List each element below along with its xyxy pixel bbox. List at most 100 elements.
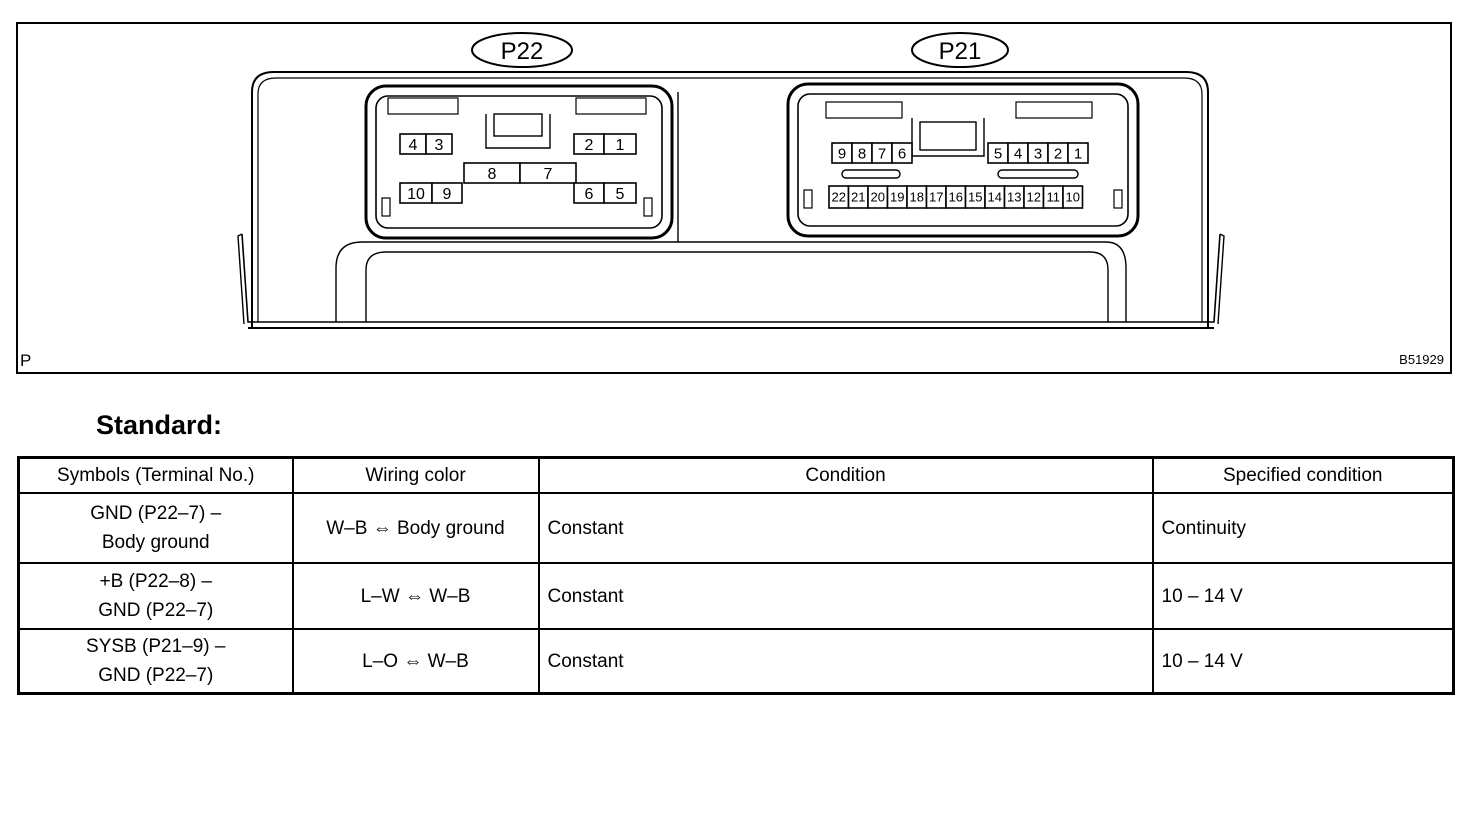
corner-mark: P: [20, 351, 31, 370]
terminal-number: 22: [832, 190, 846, 205]
ecu-shoulder: [335, 92, 1127, 322]
terminal-number: 9: [838, 145, 846, 162]
terminal-cell: 7: [519, 162, 577, 184]
ecu-tab-left: [237, 233, 245, 325]
cell-symbols: +B (P22–8) – GND (P22–7): [17, 562, 294, 630]
diagram-frame: [16, 22, 1452, 374]
ecu-housing: [251, 71, 1209, 328]
label-p21-text: P21: [939, 38, 982, 65]
terminal-cell: 20: [867, 185, 889, 209]
ecu-base: [241, 233, 1221, 323]
cell-symbols: GND (P22–7) – Body ground: [17, 492, 294, 564]
ecu-housing-inner: [257, 77, 1203, 322]
symbol-line: +B (P22–8) –: [99, 571, 213, 592]
terminal-number: 8: [488, 166, 497, 183]
standard-title: Standard:: [96, 410, 223, 440]
terminal-number: 10: [1066, 190, 1080, 205]
terminal-cell: 3: [425, 133, 453, 155]
terminal-cell: 5: [987, 142, 1009, 164]
terminal-cell: 8: [463, 162, 521, 184]
terminal-cell: 5: [603, 182, 637, 204]
symbol-line: SYSB (P21–9) –: [86, 636, 226, 657]
terminal-number: 9: [443, 186, 452, 203]
table-row: SYSB (P21–9) – GND (P22–7) L–O ⇔ W–B Con…: [17, 628, 1455, 695]
terminal-number: 8: [858, 145, 866, 162]
terminal-cell: 10: [1062, 185, 1084, 209]
ecu-tab-right: [1217, 233, 1225, 325]
terminal-number: 4: [1014, 145, 1022, 162]
terminal-number: 5: [994, 145, 1002, 162]
terminal-number: 21: [851, 190, 865, 205]
terminal-number: 1: [616, 137, 625, 154]
terminal-number: 18: [910, 190, 924, 205]
label-p22: P22: [471, 32, 573, 68]
terminal-cell: 9: [431, 182, 463, 204]
terminal-number: 11: [1047, 190, 1061, 205]
table-row: +B (P22–8) – GND (P22–7) L–W ⇔ W–B Const…: [17, 562, 1455, 630]
cell-specified: Continuity: [1151, 492, 1455, 564]
terminal-number: 19: [890, 190, 904, 205]
terminal-number: 7: [544, 166, 553, 183]
terminal-cell: 17: [925, 185, 947, 209]
cell-symbols: SYSB (P21–9) – GND (P22–7): [17, 628, 294, 695]
symbol-line: GND (P22–7): [98, 665, 214, 686]
terminal-number: 3: [435, 137, 444, 154]
terminal-number: 3: [1034, 145, 1042, 162]
cell-wiring: L–O ⇔ W–B: [291, 628, 540, 695]
terminal-number: 5: [616, 186, 625, 203]
terminal-number: 10: [407, 186, 425, 203]
terminal-cell: 22: [828, 185, 850, 209]
terminal-cell: 16: [945, 185, 967, 209]
terminal-number: 16: [949, 190, 963, 205]
cell-wiring: W–B ⇔ Body ground: [291, 492, 540, 564]
cell-specified: 10 – 14 V: [1151, 628, 1455, 695]
table-header-row: Symbols (Terminal No.) Wiring color Cond…: [17, 456, 1455, 494]
terminal-cell: 6: [891, 142, 913, 164]
standard-table: Symbols (Terminal No.) Wiring color Cond…: [17, 456, 1455, 695]
terminal-cell: 1: [603, 133, 637, 155]
terminal-cell: 6: [573, 182, 605, 204]
terminal-number: 13: [1007, 190, 1021, 205]
terminal-cell: 7: [871, 142, 893, 164]
cell-condition: Constant: [537, 628, 1154, 695]
terminal-number: 7: [878, 145, 886, 162]
terminal-cell: 21: [847, 185, 869, 209]
symbol-line: GND (P22–7) –: [90, 503, 222, 524]
terminal-cell: 10: [399, 182, 433, 204]
terminal-cell: 14: [984, 185, 1006, 209]
cell-condition: Constant: [537, 492, 1154, 564]
terminal-number: 14: [988, 190, 1002, 205]
terminal-number: 2: [1054, 145, 1062, 162]
col-header-wiring: Wiring color: [291, 456, 540, 494]
terminal-cell: 3: [1027, 142, 1049, 164]
terminal-number: 6: [898, 145, 906, 162]
terminal-number: 1: [1074, 145, 1082, 162]
terminal-cell: 1: [1067, 142, 1089, 164]
terminal-number: 4: [409, 137, 418, 154]
terminal-cell: 11: [1042, 185, 1064, 209]
terminal-number: 15: [968, 190, 982, 205]
terminal-cell: 8: [851, 142, 873, 164]
col-header-condition: Condition: [537, 456, 1154, 494]
col-header-symbols: Symbols (Terminal No.): [17, 456, 294, 494]
cell-condition: Constant: [537, 562, 1154, 630]
terminal-cell: 2: [1047, 142, 1069, 164]
label-p21: P21: [911, 32, 1009, 68]
terminal-cell: 4: [1007, 142, 1029, 164]
table-row: GND (P22–7) – Body ground W–B ⇔ Body gro…: [17, 492, 1455, 564]
cell-wiring: L–W ⇔ W–B: [291, 562, 540, 630]
terminal-number: 17: [929, 190, 943, 205]
terminal-cell: 9: [831, 142, 853, 164]
terminal-cell: 4: [399, 133, 427, 155]
symbol-line: GND (P22–7): [98, 600, 214, 621]
terminal-number: 6: [585, 186, 594, 203]
cell-specified: 10 – 14 V: [1151, 562, 1455, 630]
terminal-cell: 13: [1003, 185, 1025, 209]
col-header-specified: Specified condition: [1151, 456, 1455, 494]
figure-code: B51929: [1399, 352, 1444, 367]
label-p22-text: P22: [501, 38, 544, 65]
terminal-cell: 12: [1023, 185, 1045, 209]
